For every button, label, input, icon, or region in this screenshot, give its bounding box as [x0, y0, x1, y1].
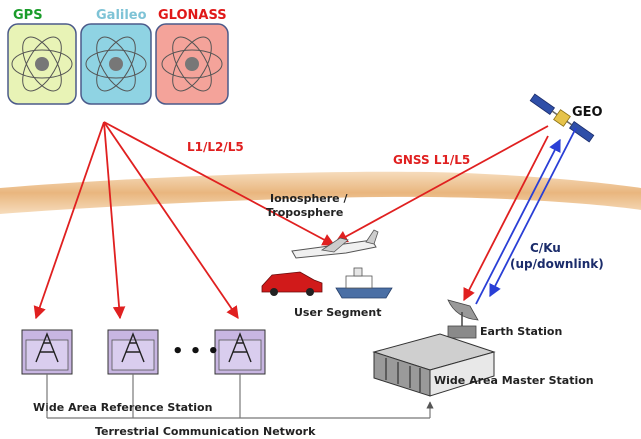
glonass-earth-icon [185, 57, 199, 71]
aircraft-icon [291, 229, 379, 259]
cku-label: C/Ku [530, 241, 561, 255]
galileo-orbits-icon [85, 36, 147, 92]
troposphere-label: Troposphere [266, 206, 343, 219]
constellation-glonass [155, 23, 229, 105]
glonass-orbits-icon [161, 36, 223, 92]
geo-satellite-icon [529, 93, 595, 143]
master-station-building-icon [372, 333, 496, 397]
constellation-gps [7, 23, 77, 105]
updownlink-label: (up/downlink) [510, 257, 604, 271]
earth-station-label: Earth Station [480, 325, 562, 338]
reference-station-3 [214, 329, 266, 375]
earth-station-dish-icon [447, 299, 479, 339]
l1l2l5-signal-lines [33, 121, 336, 320]
geo-label: GEO [572, 105, 603, 120]
gps-label: GPS [13, 8, 43, 23]
station-ellipsis: • • • [172, 341, 219, 362]
reference-station-2 [107, 329, 159, 375]
terrestrial-network-lines [46, 374, 434, 419]
ionosphere-label: Ionosphere / [270, 192, 348, 205]
antenna-tower-icon [35, 332, 59, 363]
gps-orbits-icon [11, 36, 73, 92]
constellation-galileo [80, 23, 152, 105]
network-label: Terrestrial Communication Network [95, 425, 316, 438]
l1l2l5-label: L1/L2/L5 [187, 140, 244, 154]
ship-icon [335, 267, 393, 299]
master-station-label: Wide Area Master Station [434, 374, 594, 387]
galileo-label: Galileo [96, 8, 147, 23]
gps-earth-icon [35, 57, 49, 71]
glonass-label: GLONASS [158, 8, 227, 23]
galileo-earth-icon [109, 57, 123, 71]
gnss-l1l5-label: GNSS L1/L5 [393, 153, 470, 167]
antenna-tower-icon [121, 332, 145, 363]
reference-station-1 [21, 329, 73, 375]
car-icon [261, 271, 323, 296]
user-segment-label: User Segment [294, 306, 381, 319]
cku-links [463, 127, 577, 305]
antenna-tower-icon [228, 332, 252, 363]
gnss-l1l5-line [334, 125, 549, 243]
reference-station-label: Wide Area Reference Station [33, 401, 212, 414]
